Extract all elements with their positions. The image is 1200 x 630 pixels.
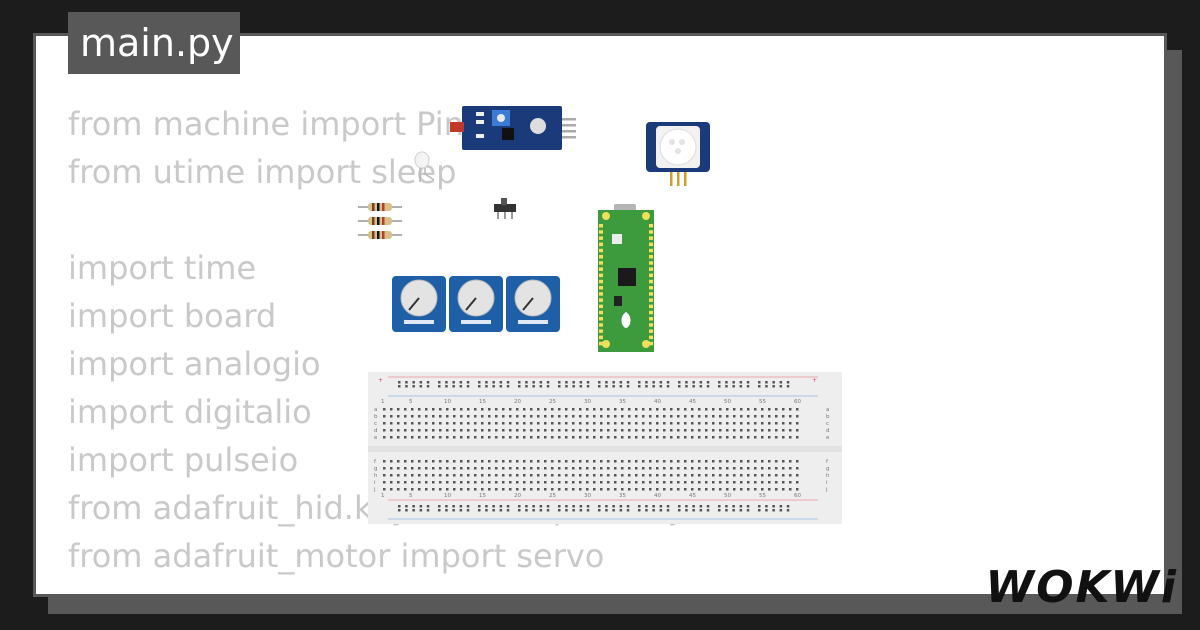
potentiometer bbox=[392, 276, 446, 332]
row-letter: g bbox=[826, 466, 830, 472]
row-letter: h bbox=[826, 473, 830, 479]
row-letter: j bbox=[825, 487, 828, 493]
column-number: 25 bbox=[549, 493, 556, 499]
potentiometers bbox=[392, 276, 560, 332]
row-letter: d bbox=[826, 428, 830, 434]
column-number: 35 bbox=[619, 399, 626, 405]
potentiometer bbox=[449, 276, 503, 332]
pico-pins-right bbox=[649, 224, 653, 346]
pir-motion-sensor bbox=[646, 122, 710, 186]
row-letter: f bbox=[374, 459, 377, 465]
pico-pins-left bbox=[599, 224, 603, 346]
breadboard-labels: 1155101015152020252530303535404045455050… bbox=[373, 399, 830, 499]
column-number: 50 bbox=[724, 493, 731, 499]
row-letter: i bbox=[374, 480, 376, 486]
slide-switch bbox=[494, 198, 516, 219]
rail-plus-label: + bbox=[812, 377, 817, 384]
column-number: 45 bbox=[689, 399, 696, 405]
breadboard-holes bbox=[383, 381, 799, 512]
column-number: 50 bbox=[724, 399, 731, 405]
row-letter: d bbox=[374, 428, 378, 434]
code-line: import digitalio bbox=[68, 393, 312, 431]
column-number: 1 bbox=[381, 493, 385, 499]
column-number: 30 bbox=[584, 493, 591, 499]
row-letter: f bbox=[826, 459, 829, 465]
code-line: from machine import Pin bbox=[68, 105, 464, 143]
column-number: 10 bbox=[444, 493, 451, 499]
code-line: from adafruit_motor import servo bbox=[68, 537, 605, 575]
column-number: 55 bbox=[759, 399, 766, 405]
column-number: 5 bbox=[409, 399, 413, 405]
column-number: 35 bbox=[619, 493, 626, 499]
row-letter: e bbox=[826, 435, 830, 441]
column-number: 60 bbox=[794, 399, 801, 405]
column-number: 60 bbox=[794, 493, 801, 499]
column-number: 25 bbox=[549, 399, 556, 405]
column-number: 15 bbox=[479, 493, 486, 499]
column-number: 15 bbox=[479, 399, 486, 405]
resistor bbox=[358, 217, 402, 225]
column-number: 40 bbox=[654, 399, 661, 405]
resistor bbox=[358, 203, 402, 211]
column-number: 5 bbox=[409, 493, 413, 499]
row-letter: c bbox=[826, 421, 829, 427]
row-letter: e bbox=[374, 435, 378, 441]
row-letter: c bbox=[374, 421, 377, 427]
code-line: import board bbox=[68, 297, 277, 335]
column-number: 20 bbox=[514, 493, 521, 499]
code-line: from utime import sleep bbox=[68, 153, 457, 191]
code-line bbox=[68, 196, 779, 244]
row-letter: i bbox=[826, 480, 828, 486]
row-letter: a bbox=[374, 407, 377, 413]
column-number: 1 bbox=[381, 399, 385, 405]
potentiometer bbox=[506, 276, 560, 332]
wokwi-logo: WOKWi bbox=[985, 562, 1178, 613]
column-number: 55 bbox=[759, 493, 766, 499]
column-number: 20 bbox=[514, 399, 521, 405]
row-letter: j bbox=[373, 487, 376, 493]
column-number: 10 bbox=[444, 399, 451, 405]
code-preview: from machine import Pin from utime impor… bbox=[68, 100, 779, 580]
code-line: import analogio bbox=[68, 345, 321, 383]
raspberry-logo-icon bbox=[621, 312, 631, 328]
code-line: import time bbox=[68, 249, 257, 287]
breadboard: + + 115510101515202025253030353540404545… bbox=[368, 372, 842, 524]
column-number: 30 bbox=[584, 399, 591, 405]
row-letter: b bbox=[374, 414, 378, 420]
resistor bbox=[358, 231, 402, 239]
row-letter: a bbox=[826, 407, 829, 413]
row-letter: g bbox=[374, 466, 378, 472]
row-letter: h bbox=[374, 473, 378, 479]
rail-plus-label: + bbox=[378, 377, 383, 384]
row-letter: b bbox=[826, 414, 830, 420]
file-tab-main-py[interactable]: main.py bbox=[68, 12, 240, 74]
column-number: 45 bbox=[689, 493, 696, 499]
code-line: import pulseio bbox=[68, 441, 299, 479]
raspberry-pi-pico bbox=[598, 204, 654, 352]
sound-sensor-module bbox=[450, 106, 576, 150]
led bbox=[414, 151, 435, 182]
column-number: 40 bbox=[654, 493, 661, 499]
resistors bbox=[358, 203, 402, 239]
